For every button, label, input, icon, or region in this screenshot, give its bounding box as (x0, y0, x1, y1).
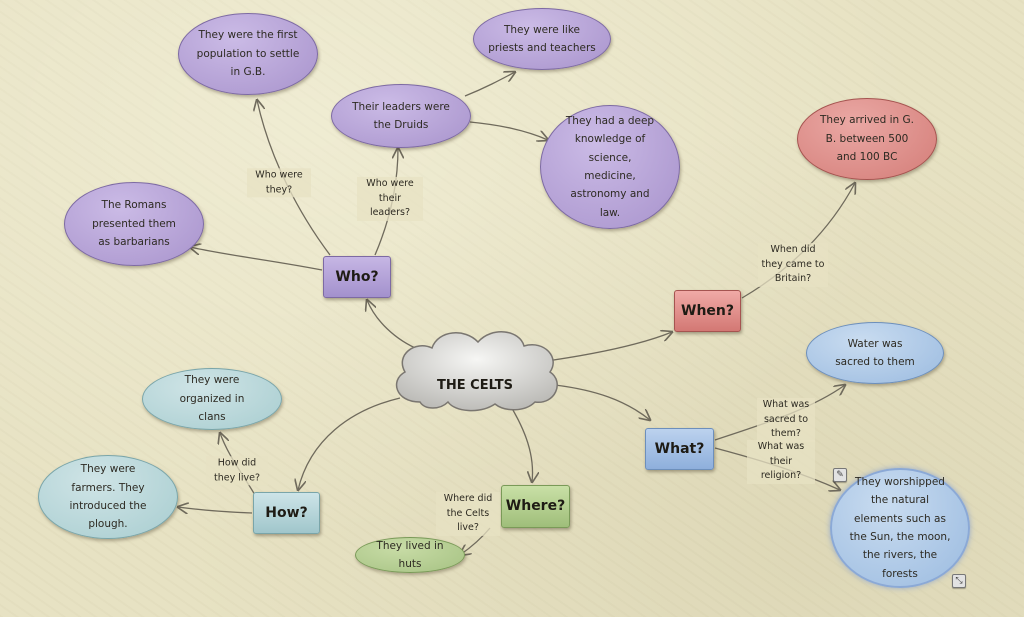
connector-druids-knowledge (469, 121, 548, 140)
connector-druids-priests (464, 72, 515, 97)
label-where-live[interactable]: Where did the Celts live? (436, 491, 500, 537)
idea-druids[interactable]: Their leaders were the Druids (331, 84, 471, 148)
branch-where[interactable]: Where? (501, 485, 570, 528)
idea-huts[interactable]: They lived in huts (355, 537, 465, 573)
connector-center-what (554, 384, 650, 420)
idea-arrival-date[interactable]: They arrived in G. B. between 500 and 10… (797, 98, 937, 180)
branch-who[interactable]: Who? (323, 256, 391, 298)
connector-center-who (367, 300, 421, 351)
idea-priests-teachers[interactable]: They were like priests and teachers (473, 8, 611, 70)
idea-water-sacred[interactable]: Water was sacred to them (806, 322, 944, 384)
label-who-were-they[interactable]: Who were they? (247, 168, 311, 198)
connector-center-how (298, 397, 401, 490)
central-topic[interactable]: THE CELTS (437, 377, 513, 393)
label-who-leaders[interactable]: Who were their leaders? (357, 176, 423, 222)
branch-when[interactable]: When? (674, 290, 741, 332)
label-what-sacred[interactable]: What was sacred to them? (757, 397, 815, 443)
connector-who-romans (190, 247, 323, 271)
connector-center-where (509, 404, 533, 482)
resize-handle-icon[interactable]: ⤡ (952, 574, 966, 588)
label-what-religion[interactable]: What was their religion? (747, 439, 815, 485)
idea-deep-knowledge[interactable]: They had a deep knowledge of science, me… (540, 105, 680, 229)
label-how-live[interactable]: How did they live? (206, 456, 268, 486)
label-when-came[interactable]: When did they came to Britain? (758, 242, 828, 288)
branch-what[interactable]: What? (645, 428, 714, 470)
idea-first-population[interactable]: They were the first population to settle… (178, 13, 318, 95)
idea-worship-nature[interactable]: They worshipped the natural elements suc… (830, 468, 970, 588)
idea-romans[interactable]: The Romans presented them as barbarians (64, 182, 204, 266)
edit-note-icon[interactable]: ✎ (833, 468, 847, 482)
connector-how-farmers (178, 507, 253, 513)
idea-clans[interactable]: They were organized in clans (142, 368, 282, 430)
branch-how[interactable]: How? (253, 492, 320, 534)
central-cloud-shape (395, 331, 558, 412)
idea-farmers[interactable]: They were farmers. They introduced the p… (38, 455, 178, 539)
connector-center-when (539, 332, 672, 363)
